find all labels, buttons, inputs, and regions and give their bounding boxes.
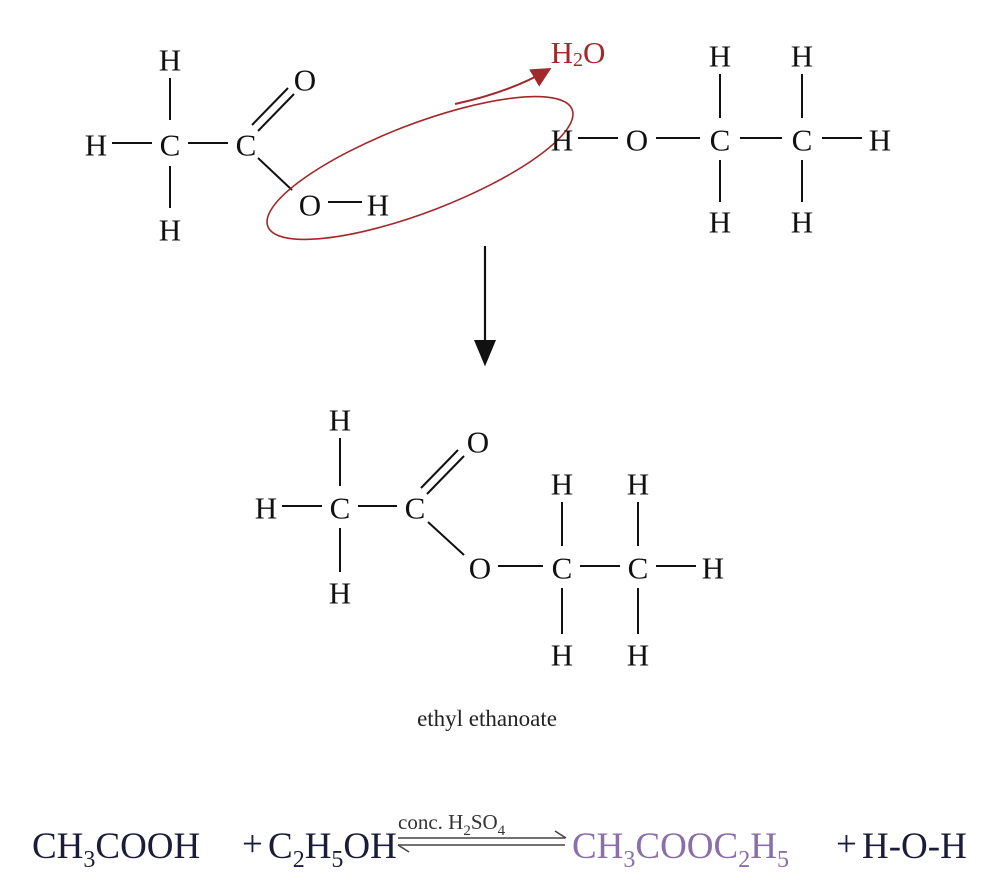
bonds — [282, 438, 696, 634]
water-out-arrow — [454, 67, 552, 105]
equilibrium-arrows — [397, 830, 567, 853]
atom-c: C — [552, 551, 573, 586]
atom-h: H — [85, 128, 107, 163]
atom-c: C — [160, 128, 181, 163]
bonds — [112, 78, 362, 208]
atom-h: H — [255, 491, 277, 526]
atom-h: H — [791, 39, 813, 74]
atom-o: O — [626, 123, 648, 158]
atom-h: H — [791, 205, 813, 240]
ethyl-ethanoate-structure: H H C C O O C C H H H H H H — [255, 403, 724, 673]
atom-h: H — [367, 188, 389, 223]
atom-c: C — [792, 123, 813, 158]
atom-o: O — [294, 63, 316, 98]
atom-c: C — [236, 128, 257, 163]
atom-h: H — [551, 467, 573, 502]
atom-h: H — [709, 39, 731, 74]
plus-sign: + — [242, 824, 263, 865]
atom-c: C — [628, 551, 649, 586]
atom-o: O — [299, 188, 321, 223]
reactant-ethanol: C2H5OH — [268, 826, 397, 873]
atom-h: H — [709, 205, 731, 240]
product-name: ethyl ethanoate — [417, 706, 557, 731]
plus-sign: + — [836, 824, 857, 865]
water-label: H2O — [551, 35, 606, 72]
atom-o: O — [467, 425, 489, 460]
atom-c: C — [330, 491, 351, 526]
ethanol-structure: H O C C H H H H H — [551, 39, 891, 240]
reaction-condition: conc. H2SO4 — [398, 810, 506, 839]
atom-h: H — [627, 638, 649, 673]
product-ethyl-ethanoate: CH3COOC2H5 — [572, 826, 789, 873]
atom-h: H — [702, 551, 724, 586]
atom-c: C — [710, 123, 731, 158]
atom-h: H — [551, 123, 573, 158]
bonds — [578, 74, 862, 202]
atom-h: H — [551, 638, 573, 673]
ethanoic-acid-structure: H H C C O O H H — [85, 43, 389, 248]
product-water: H-O-H — [862, 826, 967, 867]
reactant-acetic-acid: CH3COOH — [32, 826, 200, 873]
atom-h: H — [329, 403, 351, 438]
atom-o: O — [469, 551, 491, 586]
chemical-equation: CH3COOH + C2H5OH conc. H2SO4 CH3COOC2H5 … — [32, 810, 967, 873]
atom-c: C — [405, 491, 426, 526]
atom-h: H — [627, 467, 649, 502]
water-elimination-ellipse — [266, 95, 574, 241]
atom-h: H — [159, 213, 181, 248]
atom-h: H — [329, 576, 351, 611]
atom-h: H — [159, 43, 181, 78]
atom-h: H — [869, 123, 891, 158]
